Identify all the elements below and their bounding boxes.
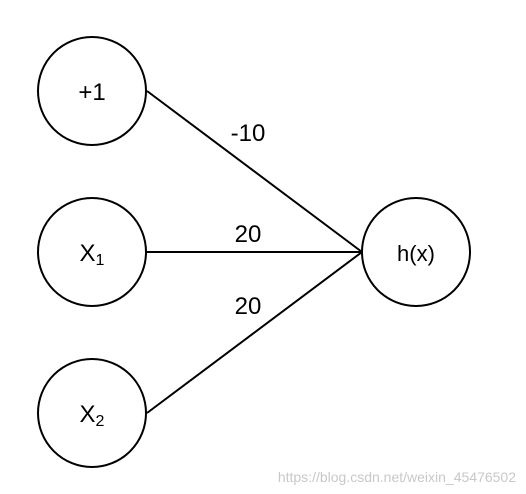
node-x2: X2 [37,358,147,468]
weight-bias-label: -10 [231,120,266,147]
node-output: h(x) [361,197,471,307]
watermark: https://blog.csdn.net/weixin_45476502 [278,469,516,485]
node-bias: +1 [37,36,147,146]
edge-bias-to-output [146,90,363,253]
node-bias-label: +1 [78,79,105,106]
weight-x1-label: 20 [235,221,262,248]
node-x2-label: X2 [80,401,105,430]
node-x1-label: X1 [80,240,105,269]
edge-x2-to-output [146,251,363,414]
node-output-label: h(x) [397,241,435,266]
weight-x2-label: 20 [235,293,262,320]
node-x1: X1 [37,197,147,307]
